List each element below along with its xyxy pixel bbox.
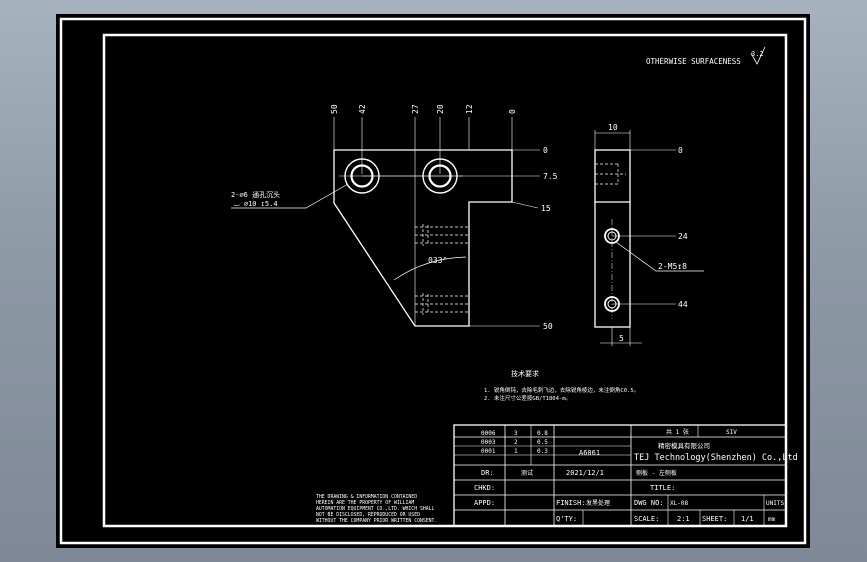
dim-right-7-5: 7.5 [543,172,558,181]
drawing-canvas[interactable]: OTHERWISE SURFACENESS 3.2 [56,14,810,548]
tech-requirements: 技术要求 1. 锐角倒钝，去除毛刺飞边，去除锐角棱边，未注倒角C0.5。 2. … [484,369,639,402]
side-view [594,130,704,346]
side-dims: 10 5 0 24 44 2-M5↧8 [608,123,688,343]
rev-2-c2: 2 [514,439,518,446]
dim-right-0: 0 [543,146,548,155]
thread-callout-leader [615,241,704,272]
disclaimer-line-3: AUTOMATION EQUIPMENT CO.,LTD. WHICH SHAL… [316,506,435,512]
side-dim-r0: 0 [678,146,683,155]
dim-top-42: 42 [358,104,367,114]
dim-top-20: 20 [436,104,445,114]
title-block-frame [453,424,787,527]
rev-1-c2: 3 [514,430,518,437]
rev-3-c3: 0.3 [537,448,548,455]
rev-2-c3: 0.5 [537,439,548,446]
title-label: TITLE: [650,484,675,492]
side-dim-bottom: 5 [619,334,624,343]
side-dim-width: 10 [608,123,618,132]
date-value: 2021/12/1 [566,469,604,477]
thread-callout-label: 2-M5↧8 [658,262,687,271]
qty-label: Q'TY: [556,515,577,523]
roughness-symbol-icon [750,46,766,65]
scale-value: 2:1 [677,515,690,523]
front-top-dims: 50 42 27 20 12 0 [330,104,517,114]
side-view-outline [594,149,631,328]
material-label: A6061 [579,449,600,457]
disclaimer-line-4: NOT BE DISCLOSED, REPRODUCED OR USED [316,512,420,518]
rev-1-c3: 0.8 [537,430,548,437]
finish-label: FINISH: [556,499,586,507]
rev-3-c1: 0001 [481,448,496,455]
header-mid: 共 1 张 [666,428,689,436]
surface-note-label: OTHERWISE SURFACENESS [646,57,741,66]
dr-value: 测试 [521,469,533,477]
chamfer-angle-label: 033° [428,256,447,265]
tech-req-line-1: 1. 锐角倒钝，去除毛刺飞边，去除锐角棱边，未注倒角C0.5。 [484,386,639,394]
company-en: TEJ Technology(Shenzhen) Co.,Ltd [634,453,798,463]
ext-line-r15 [511,201,539,209]
outer-frame [59,17,807,545]
hole-callout-line1: 2-⌀6 通孔沉头 [231,190,280,199]
disclaimer-line-5: WITHOUT THE COMPANY PRIOR WRITTEN CONSEN… [316,518,437,524]
dim-top-50: 50 [330,104,339,114]
dr-label: DR: [481,469,494,477]
inner-frame [102,33,788,528]
title-block [453,424,787,527]
appd-label: APPD: [474,499,495,507]
header-right: SIV [726,429,737,436]
hidden-thread-upper [415,224,469,246]
company-cn: 精密模具有限公司 [658,441,710,450]
front-view-outline [333,149,513,327]
dim-right-50: 50 [543,322,553,331]
tech-req-title: 技术要求 [511,369,539,378]
disclaimer-line-2: HEREIN ARE THE PROPERTY OF WILLIAM [316,500,414,506]
sheet-label: SHEET: [702,515,727,523]
disclaimer: THE DRAWING & INFORMATION CONTAINED HERE… [316,494,437,524]
hole-callout-leader [231,183,349,209]
dim-right-15: 15 [541,204,551,213]
front-right-dims: 0 7.5 15 50 [541,146,558,331]
sheet-value: 1/1 [741,515,754,523]
front-view [231,117,540,327]
finish-value: 发黑处理 [586,499,610,507]
chkd-label: CHKD: [474,484,495,492]
title-block-text: 0006 3 0.8 0003 2 0.5 0001 1 0.3 A6061 共… [474,428,798,523]
dim-top-27: 27 [411,104,420,114]
units-label: UNITS: [766,500,788,507]
units-value: mm [768,516,776,523]
dwg-value: XL-08 [670,500,688,507]
side-dim-r44: 44 [678,300,688,309]
scale-label: SCALE: [634,515,659,523]
chamfer-angle-arc [393,256,467,281]
tech-req-line-2: 2. 未注尺寸公差按GB/T1804-m。 [484,394,571,402]
dwg-label: DWG NO: [634,499,664,507]
hole-callout-line2: ⌴ ⌀10 ↧5.4 [234,200,278,208]
surface-note: OTHERWISE SURFACENESS 3.2 [646,46,766,66]
drawing-sheet: OTHERWISE SURFACENESS 3.2 [59,17,807,545]
rev-3-c2: 1 [514,448,518,455]
hidden-thread-lower [415,293,469,315]
rev-1-c1: 0006 [481,430,496,437]
dim-top-0: 0 [508,109,517,114]
disclaimer-line-1: THE DRAWING & INFORMATION CONTAINED [316,494,417,500]
dim-top-12: 12 [465,104,474,114]
part-name: 侧板 - 左侧板 [636,469,677,477]
surface-note-value: 3.2 [751,50,764,58]
rev-2-c1: 0003 [481,439,496,446]
side-dim-r24: 24 [678,232,688,241]
side-hidden-hole [595,163,626,185]
